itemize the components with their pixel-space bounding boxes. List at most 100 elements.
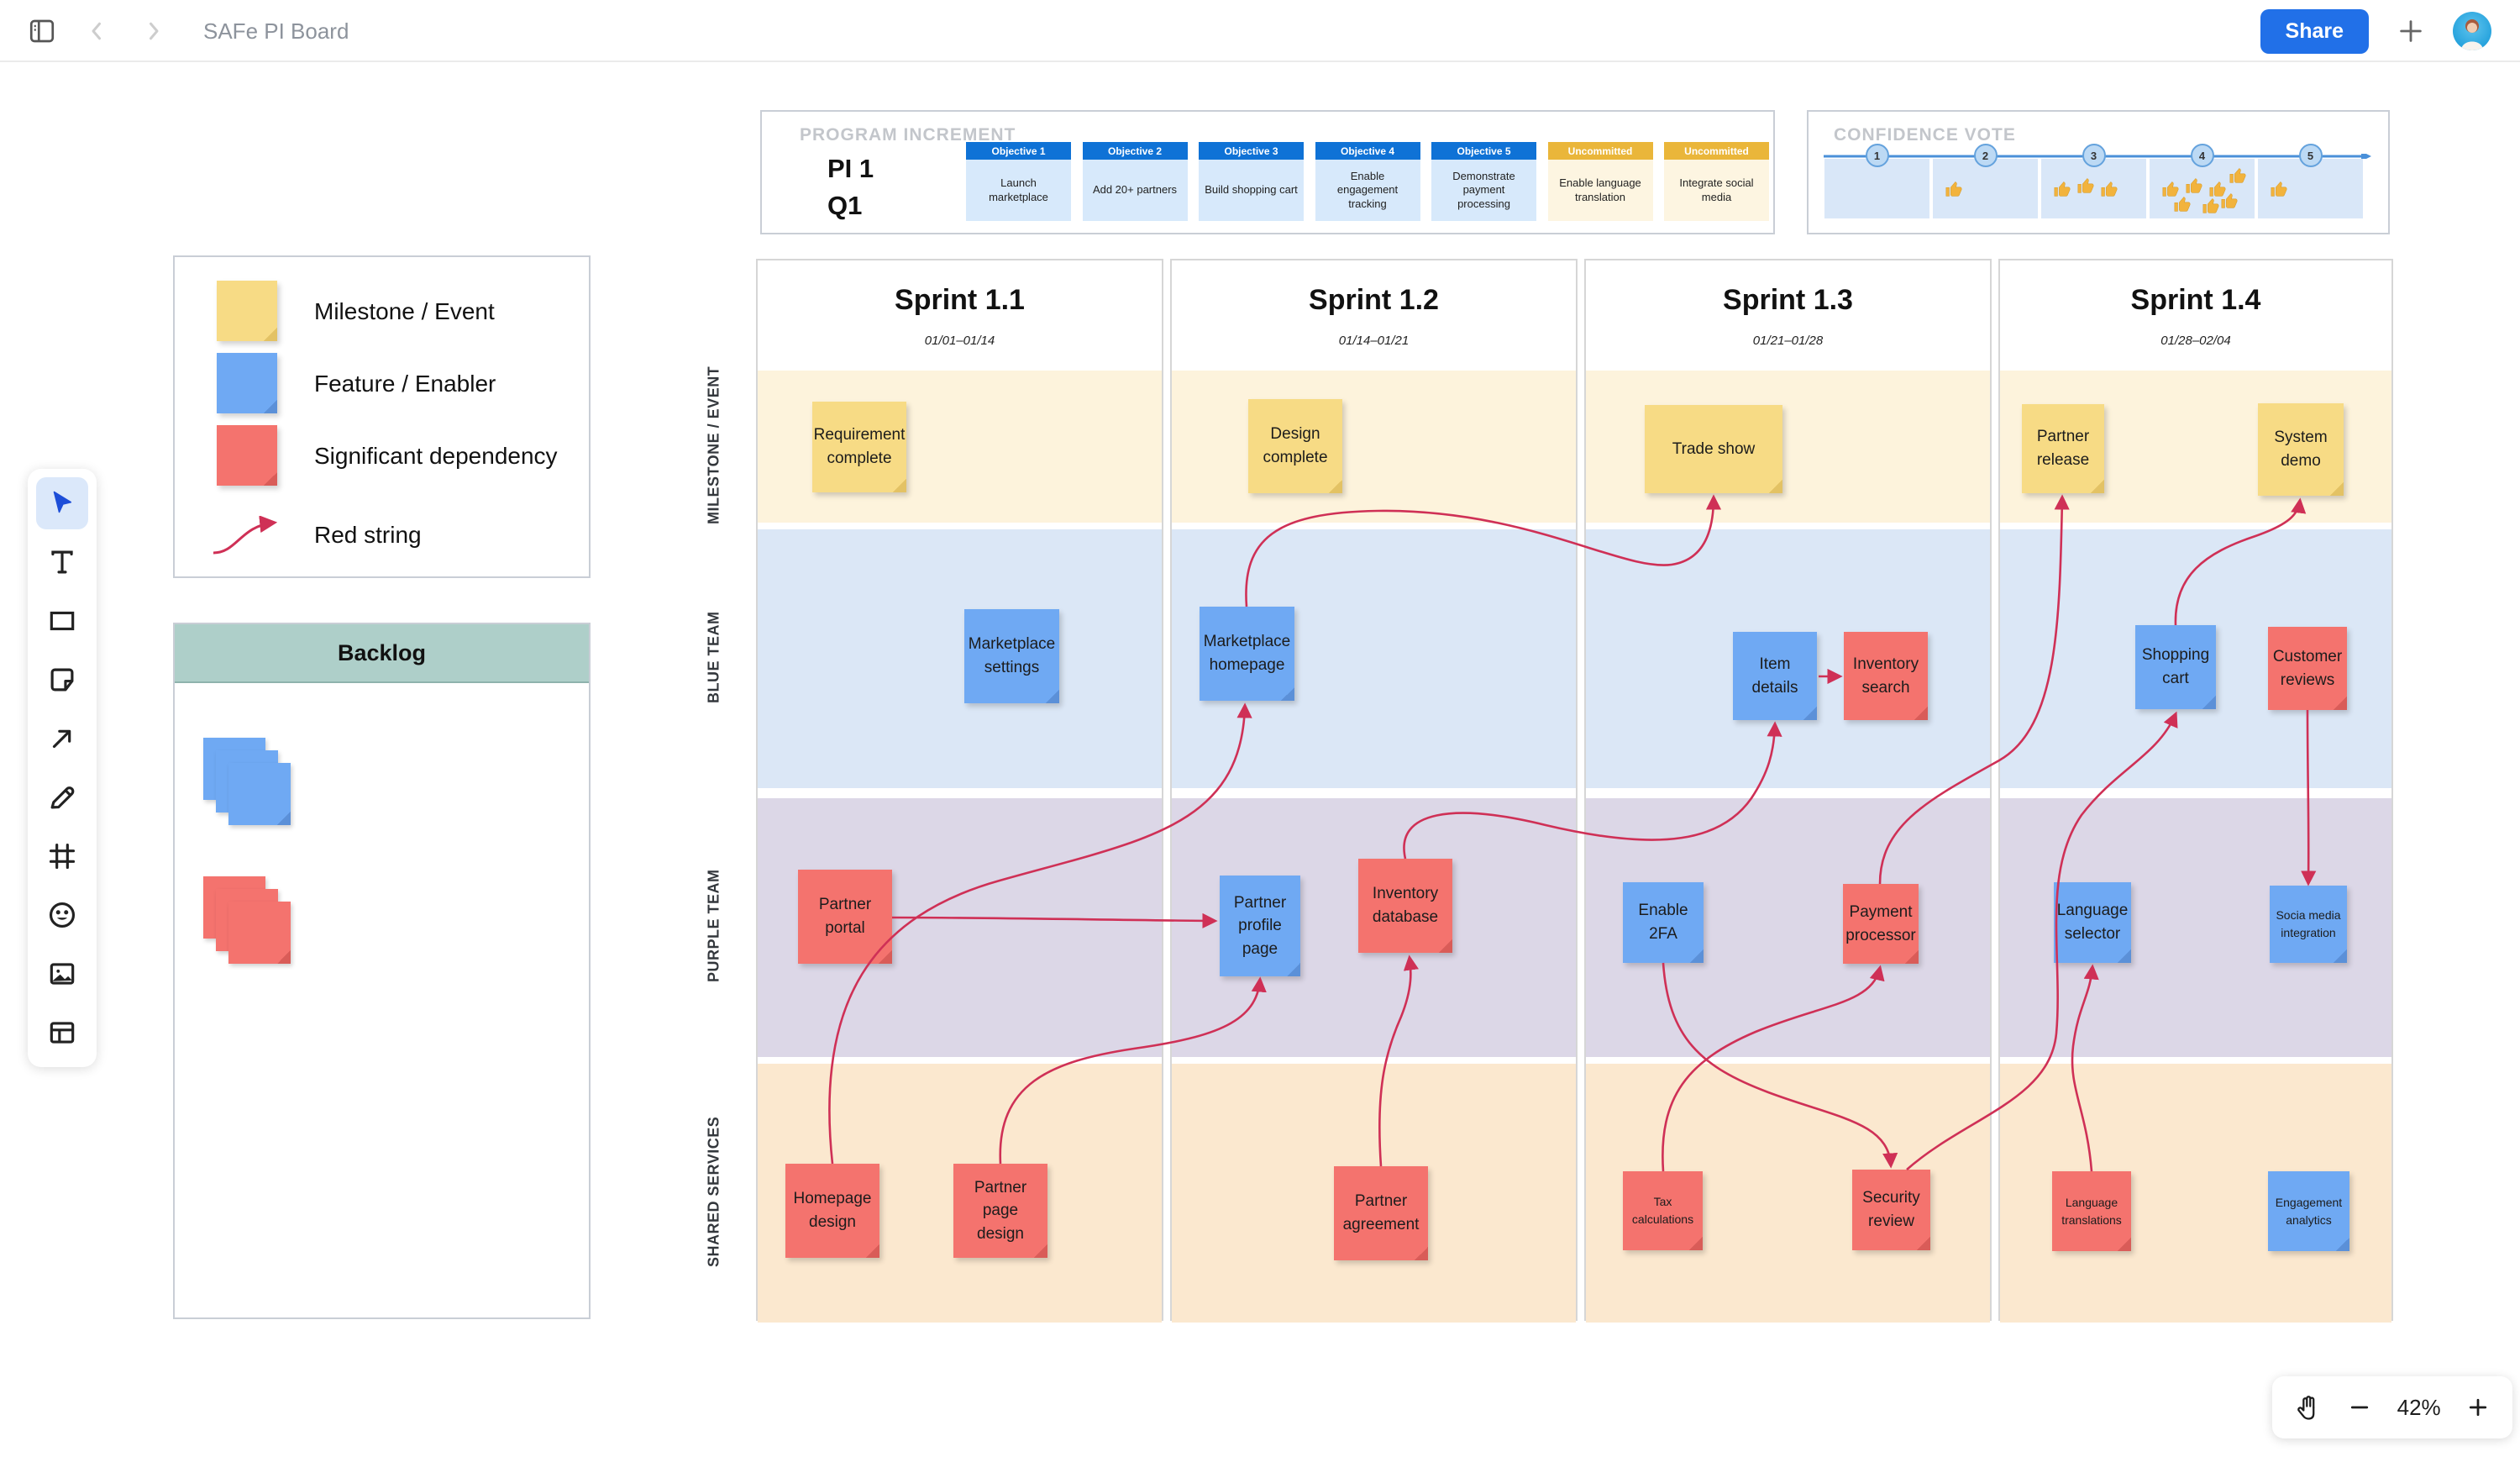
template-tool[interactable]	[36, 1007, 88, 1059]
sticky-note-marketplace-homepage[interactable]: Marketplace homepage	[1200, 607, 1294, 701]
confidence-scale-point: 2	[1973, 144, 1998, 167]
image-tool-icon	[50, 963, 75, 985]
frame-tool[interactable]	[36, 830, 88, 882]
red-sticky	[228, 902, 291, 964]
emoji-tool[interactable]	[36, 889, 88, 941]
sticky-note-payment-processor[interactable]: Payment processor	[1843, 884, 1919, 964]
avatar[interactable]	[2453, 12, 2491, 50]
sticky-note-tool[interactable]	[36, 654, 88, 706]
red-string-partner-agreement-to-inventory-database[interactable]	[1378, 955, 1419, 1167]
zoom-controls: 42%	[2272, 1376, 2512, 1438]
image-tool[interactable]	[36, 948, 88, 1000]
rectangle-tool[interactable]	[36, 595, 88, 647]
chevron-right-icon[interactable]	[136, 14, 170, 48]
objective-card-header: Objective 2	[1082, 142, 1188, 160]
sticky-note-customer-reviews[interactable]: Customer reviews	[2268, 627, 2347, 710]
chevron-left-icon[interactable]	[81, 14, 114, 48]
zoom-out-icon[interactable]	[2347, 1395, 2372, 1420]
sticky-note-language-translations[interactable]: Language translations	[2052, 1171, 2131, 1251]
sprint-dates: 01/21–01/28	[1752, 334, 1824, 348]
pencil-tool-icon	[50, 786, 75, 809]
plus-icon[interactable]	[2394, 14, 2428, 48]
sticky-note-tax-calculations[interactable]: Tax calculations	[1623, 1171, 1703, 1250]
sticky-note-inventory-search[interactable]: Inventory search	[1844, 632, 1928, 720]
sidebar-toggle-icon[interactable]	[25, 14, 59, 48]
red-string-security-review-to-shopping-cart[interactable]	[1906, 711, 2178, 1170]
text-tool[interactable]	[36, 536, 88, 588]
red-string-partner-page-design-to-partner-profile-page[interactable]	[999, 976, 1267, 1165]
red-string-payment-processor-to-partner-release[interactable]	[1878, 494, 2070, 885]
share-button[interactable]: Share	[2260, 8, 2369, 54]
sticky-note-partner-agreement[interactable]: Partner agreement	[1334, 1166, 1428, 1260]
objective-card-text: Enable engagement tracking	[1315, 160, 1420, 221]
red-string-homepage-design-to-marketplace-homepage[interactable]	[828, 702, 1252, 1165]
legend-label: Significant dependency	[314, 443, 558, 469]
red-string-enable-2fa-to-security-review[interactable]	[1662, 962, 1898, 1169]
red-sticky-swatch	[217, 425, 277, 486]
objective-card-text: Add 20+ partners	[1082, 160, 1188, 221]
sticky-note-engagement-analytics[interactable]: Engagement analytics	[2268, 1171, 2349, 1251]
zoom-in-icon[interactable]	[2465, 1395, 2491, 1420]
lane-band	[758, 529, 1162, 788]
thumbs-up-icon	[2100, 181, 2118, 199]
sticky-note-partner-release[interactable]: Partner release	[2022, 404, 2104, 493]
pencil-tool[interactable]	[36, 771, 88, 823]
frame-tool-icon	[49, 843, 76, 870]
red-string-customer-reviews-to-social-media-integration[interactable]	[2301, 709, 2317, 886]
thumbs-up-icon	[2220, 192, 2239, 211]
sticky-note-requirement-complete[interactable]: Requirement complete	[812, 402, 906, 492]
sticky-note-social-media-integration[interactable]: Socia media integration	[2270, 886, 2347, 963]
sticky-note-language-selector[interactable]: Language selector	[2054, 882, 2131, 963]
sticky-note-homepage-design[interactable]: Homepage design	[785, 1164, 879, 1258]
confidence-cell-4[interactable]	[2150, 159, 2255, 218]
lane-label: MILESTONE / EVENT	[705, 366, 722, 525]
sticky-note-partner-page-design[interactable]: Partner page design	[953, 1164, 1047, 1258]
sticky-note-system-demo[interactable]: System demo	[2258, 403, 2344, 496]
confidence-cell-3[interactable]	[2041, 159, 2146, 218]
red-sticky-stack[interactable]	[203, 876, 296, 969]
sticky-note-enable-2fa[interactable]: Enable 2FA	[1623, 882, 1704, 963]
arrow-tool[interactable]	[36, 713, 88, 765]
lane-band	[1172, 371, 1576, 523]
sticky-note-marketplace-settings[interactable]: Marketplace settings	[964, 609, 1059, 703]
red-string-tax-calculations-to-payment-processor[interactable]	[1662, 965, 1885, 1172]
sticky-note-security-review[interactable]: Security review	[1852, 1170, 1930, 1250]
rectangle-tool-icon	[50, 611, 75, 631]
objective-card-header: Objective 5	[1431, 142, 1536, 160]
red-string-inventory-database-to-item-details[interactable]	[1403, 721, 1782, 860]
hand-icon[interactable]	[2294, 1393, 2323, 1422]
red-string-marketplace-homepage-to-trade-show[interactable]	[1245, 494, 1722, 607]
sticky-note-item-details[interactable]: Item details	[1733, 632, 1817, 720]
sprint-name: Sprint 1.1	[895, 284, 1025, 316]
red-string-language-translations-to-language-selector[interactable]	[2071, 964, 2099, 1172]
confidence-cell-1[interactable]	[1824, 159, 1929, 218]
backlog-title: Backlog	[175, 624, 589, 683]
red-string-partner-portal-to-partner-profile-page[interactable]	[891, 912, 1218, 928]
objective-card-header: Objective 4	[1315, 142, 1420, 160]
red-string-shopping-cart-to-system-demo[interactable]	[2174, 497, 2307, 626]
sticky-note-partner-profile-page[interactable]: Partner profile page	[1220, 876, 1300, 976]
sticky-note-design-complete[interactable]: Design complete	[1248, 399, 1342, 493]
sticky-note-shopping-cart[interactable]: Shopping cart	[2135, 625, 2216, 709]
select-tool[interactable]	[36, 477, 88, 529]
sticky-note-partner-portal[interactable]: Partner portal	[798, 870, 892, 964]
sprint-name: Sprint 1.2	[1309, 284, 1439, 316]
confidence-cell-2[interactable]	[1933, 159, 2038, 218]
sticky-note-trade-show[interactable]: Trade show	[1645, 405, 1782, 493]
blue-sticky-stack[interactable]	[203, 738, 296, 830]
zoom-level[interactable]: 42%	[2397, 1394, 2441, 1420]
confidence-cell-5[interactable]	[2258, 159, 2363, 218]
emoji-tool-icon	[49, 902, 76, 928]
sticky-note-inventory-database[interactable]: Inventory database	[1358, 859, 1452, 953]
thumbs-up-icon	[2202, 197, 2220, 216]
